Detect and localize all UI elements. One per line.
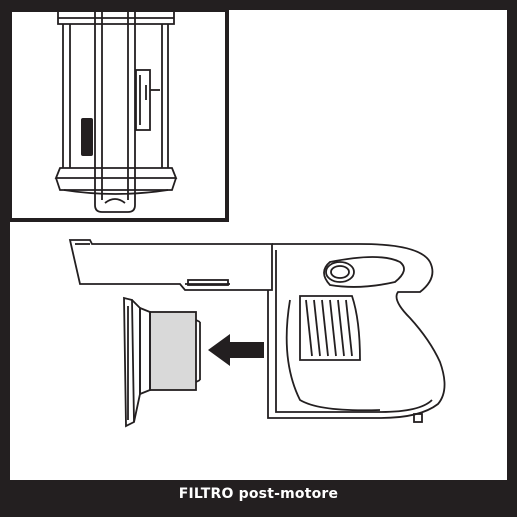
vacuum-body — [68, 239, 446, 423]
release-button — [81, 118, 93, 156]
canister-closeup — [54, 12, 178, 213]
caption-title: FILTRO post-motore — [178, 485, 339, 502]
post-motor-filter — [123, 296, 201, 428]
caption-bar: FILTRO post-motore — [10, 480, 507, 507]
detail-inset — [8, 8, 229, 222]
left-arrow-icon — [208, 334, 264, 366]
